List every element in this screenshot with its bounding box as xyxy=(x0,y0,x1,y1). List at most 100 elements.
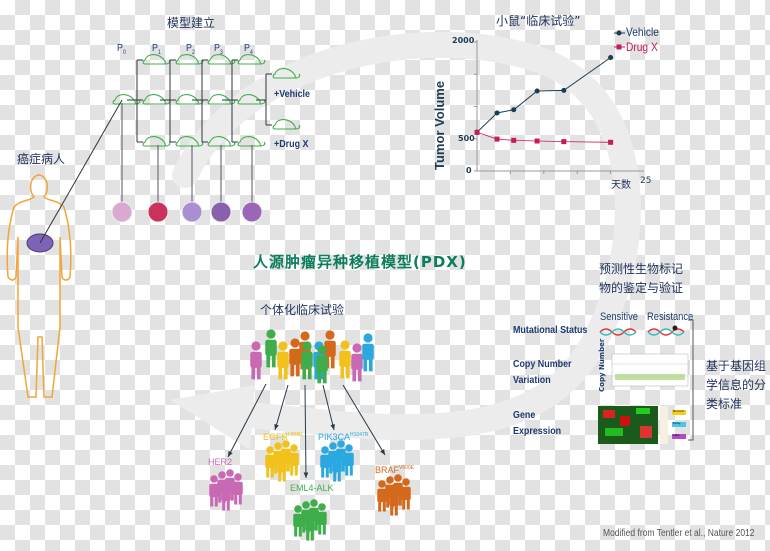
person-leg xyxy=(341,460,345,472)
copy-number-plot xyxy=(611,353,689,387)
row-gene: Gene xyxy=(513,409,536,421)
person-icon xyxy=(316,345,328,384)
mouse-icon xyxy=(142,136,171,147)
person-head xyxy=(402,478,410,486)
legend-vehicle: Vehicle xyxy=(626,25,659,39)
person-body xyxy=(320,454,330,469)
person-leg xyxy=(319,365,324,380)
person-leg xyxy=(218,491,222,503)
person-leg xyxy=(402,498,406,510)
credit-text: Modified from Tentler et al., Nature 201… xyxy=(603,528,755,539)
mouse-outline xyxy=(272,119,301,130)
person-head xyxy=(333,450,341,458)
person-leg xyxy=(294,525,298,537)
arrowhead xyxy=(228,451,233,457)
person-leg xyxy=(271,353,276,368)
person-leg xyxy=(329,462,333,474)
person-leg xyxy=(230,489,234,501)
biomarker-heading-1: 预测性生物标记 xyxy=(599,262,684,276)
person-icon xyxy=(289,338,301,377)
person-head xyxy=(337,440,345,448)
data-point-vehicle xyxy=(534,88,540,94)
person-leg xyxy=(274,462,278,474)
person-leg xyxy=(333,470,337,482)
chart-xlabel: 天数 xyxy=(611,180,631,191)
person-head xyxy=(378,480,386,488)
person-leg xyxy=(278,470,282,482)
person-leg xyxy=(302,365,307,380)
person-head xyxy=(210,475,218,483)
mouse-outline xyxy=(142,54,171,65)
person-leg xyxy=(270,466,274,478)
person-icon xyxy=(265,329,277,368)
person-leg xyxy=(306,529,310,541)
person-leg xyxy=(286,460,290,472)
data-point-drug-x xyxy=(608,139,614,145)
person-leg xyxy=(298,525,302,537)
legend-late xyxy=(672,434,686,439)
person-head xyxy=(300,331,310,341)
person-head xyxy=(325,330,335,340)
vehicle-label: +Vehicle xyxy=(274,88,310,100)
person-head xyxy=(306,509,314,517)
legend-normal-label: Normal xyxy=(673,409,684,413)
person-body xyxy=(277,351,289,368)
data-point-drug-x xyxy=(511,137,517,143)
row-variation: Variation xyxy=(513,374,551,386)
data-point-drug-x xyxy=(561,139,567,145)
person-leg xyxy=(322,369,327,384)
person-leg xyxy=(238,493,242,505)
mouse-outline xyxy=(237,54,266,65)
arrowhead xyxy=(303,472,309,478)
passage-label-p2: P2 xyxy=(186,42,195,57)
passage-label-p1: P1 xyxy=(152,42,161,57)
person-icon xyxy=(277,341,289,380)
person-head xyxy=(394,474,402,482)
mouse-icon xyxy=(237,54,266,65)
person-body xyxy=(362,343,374,360)
chart-x-tick-25: 25 xyxy=(640,176,652,186)
person-head xyxy=(226,469,234,477)
person-leg xyxy=(317,369,322,384)
arrow-line xyxy=(227,383,267,458)
person-head xyxy=(290,444,298,452)
person-head xyxy=(352,343,362,353)
person-head xyxy=(390,484,398,492)
person-body xyxy=(332,458,342,473)
person-body xyxy=(293,513,303,528)
person-leg xyxy=(214,495,218,507)
person-icon xyxy=(277,450,287,482)
person-icon xyxy=(293,505,303,537)
person-leg xyxy=(307,365,312,380)
person-body xyxy=(305,517,315,532)
dna-resistance-icon xyxy=(647,325,685,336)
person-head xyxy=(274,442,282,450)
resistance-label: Resistance xyxy=(647,311,694,323)
histology-image xyxy=(241,201,263,223)
person-body xyxy=(301,351,313,368)
group-label-braf: BRAFV600E xyxy=(375,465,415,475)
person-head xyxy=(317,345,327,355)
classification-line-3: 类标准 xyxy=(706,397,743,411)
person-leg xyxy=(349,464,353,476)
person-leg xyxy=(222,499,226,511)
person-body xyxy=(339,350,351,367)
person-leg xyxy=(251,365,256,380)
person-body xyxy=(233,481,243,496)
row-mutational-status: Mutational Status xyxy=(513,324,588,336)
person-head xyxy=(329,442,337,450)
person-leg xyxy=(330,354,335,369)
person-head xyxy=(321,446,329,454)
person-icon xyxy=(351,343,363,382)
passage-label-p3: P3 xyxy=(214,42,223,57)
person-head xyxy=(222,479,230,487)
person-icon xyxy=(320,446,330,478)
person-body xyxy=(389,492,399,507)
person-head xyxy=(266,446,274,454)
person-leg xyxy=(302,521,306,533)
person-body xyxy=(316,355,328,372)
person-icon xyxy=(233,473,243,505)
data-point-drug-x xyxy=(534,138,540,144)
